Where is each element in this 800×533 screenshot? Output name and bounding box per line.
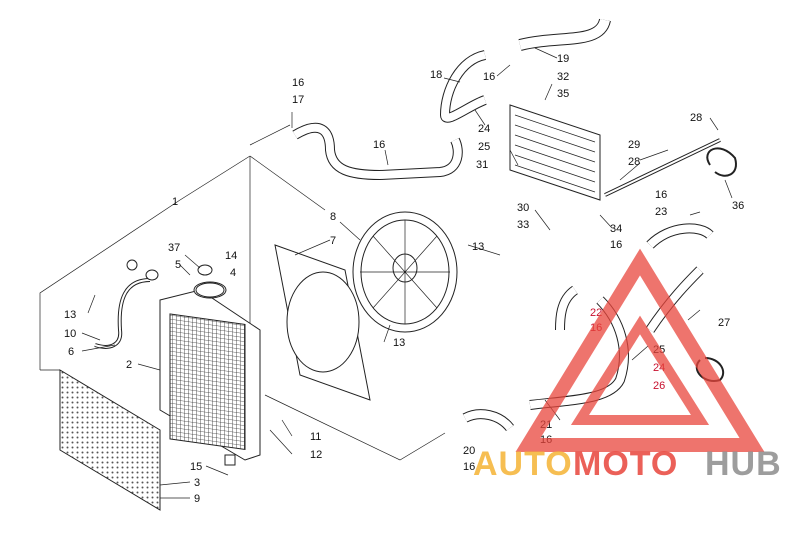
callout-34: 34 bbox=[610, 223, 622, 235]
callout-13-fan: 13 bbox=[472, 241, 484, 253]
callout-16-right: 16 bbox=[610, 239, 622, 251]
callout-16-hose23: 16 bbox=[655, 189, 667, 201]
upper-hose bbox=[292, 122, 463, 181]
fan-shroud bbox=[274, 244, 371, 401]
callout-8: 8 bbox=[330, 211, 336, 223]
callout-11: 11 bbox=[310, 431, 321, 443]
watermark-moto: MOTO bbox=[573, 445, 678, 483]
callout-19: 19 bbox=[557, 53, 569, 65]
callout-17: 17 bbox=[292, 94, 304, 106]
watermark-auto: AUTO bbox=[473, 445, 573, 483]
grille-screen bbox=[59, 369, 161, 511]
callout-13-shroud: 13 bbox=[393, 337, 405, 349]
watermark-triangle-icon bbox=[515, 248, 765, 452]
callout-16-upper: 16 bbox=[292, 77, 304, 89]
callout-28-mid: 28 bbox=[628, 156, 640, 168]
callout-23: 23 bbox=[655, 206, 667, 218]
callout-2: 2 bbox=[126, 359, 132, 371]
callout-29: 29 bbox=[628, 139, 640, 151]
oil-cooler bbox=[509, 104, 601, 201]
cooling-fan bbox=[352, 211, 458, 333]
callout-20: 20 bbox=[463, 445, 475, 457]
watermark: AUTO MOTO HUB bbox=[473, 248, 782, 483]
callout-18: 18 bbox=[430, 69, 442, 81]
leader-lines bbox=[81, 47, 733, 499]
radiator bbox=[159, 281, 261, 466]
callout-35: 35 bbox=[557, 88, 569, 100]
callout-26: 26 bbox=[653, 380, 665, 392]
callout-36: 36 bbox=[732, 200, 744, 212]
callout-33: 33 bbox=[517, 219, 529, 231]
callout-16-lower-left: 16 bbox=[463, 461, 475, 473]
callout-13-left: 13 bbox=[64, 309, 76, 321]
callout-15: 15 bbox=[190, 461, 202, 473]
callout-27: 27 bbox=[718, 317, 730, 329]
callout-37: 37 bbox=[168, 242, 180, 254]
callout-5: 5 bbox=[175, 259, 181, 271]
callout-14: 14 bbox=[225, 250, 237, 262]
callout-16-mid: 16 bbox=[373, 139, 385, 151]
assembly-outline bbox=[39, 124, 446, 461]
callout-30: 30 bbox=[517, 202, 529, 214]
callout-32: 32 bbox=[557, 71, 569, 83]
callout-1: 1 bbox=[172, 196, 178, 208]
callout-28-top: 28 bbox=[690, 112, 702, 124]
callout-4: 4 bbox=[230, 267, 236, 279]
callout-7: 7 bbox=[330, 235, 336, 247]
clamp-36 bbox=[706, 147, 737, 177]
callout-6: 6 bbox=[68, 346, 74, 358]
callout-3: 3 bbox=[194, 477, 200, 489]
overflow-hose bbox=[94, 278, 151, 349]
callout-12: 12 bbox=[310, 449, 322, 461]
radiator-cap bbox=[126, 259, 225, 298]
callout-24-upper: 24 bbox=[478, 123, 490, 135]
callout-31: 31 bbox=[476, 159, 488, 171]
watermark-hub: HUB bbox=[705, 445, 782, 483]
callout-25-upper: 25 bbox=[478, 141, 490, 153]
callout-16-top: 16 bbox=[483, 71, 495, 83]
callout-9: 9 bbox=[194, 493, 200, 505]
callout-10: 10 bbox=[64, 328, 76, 340]
